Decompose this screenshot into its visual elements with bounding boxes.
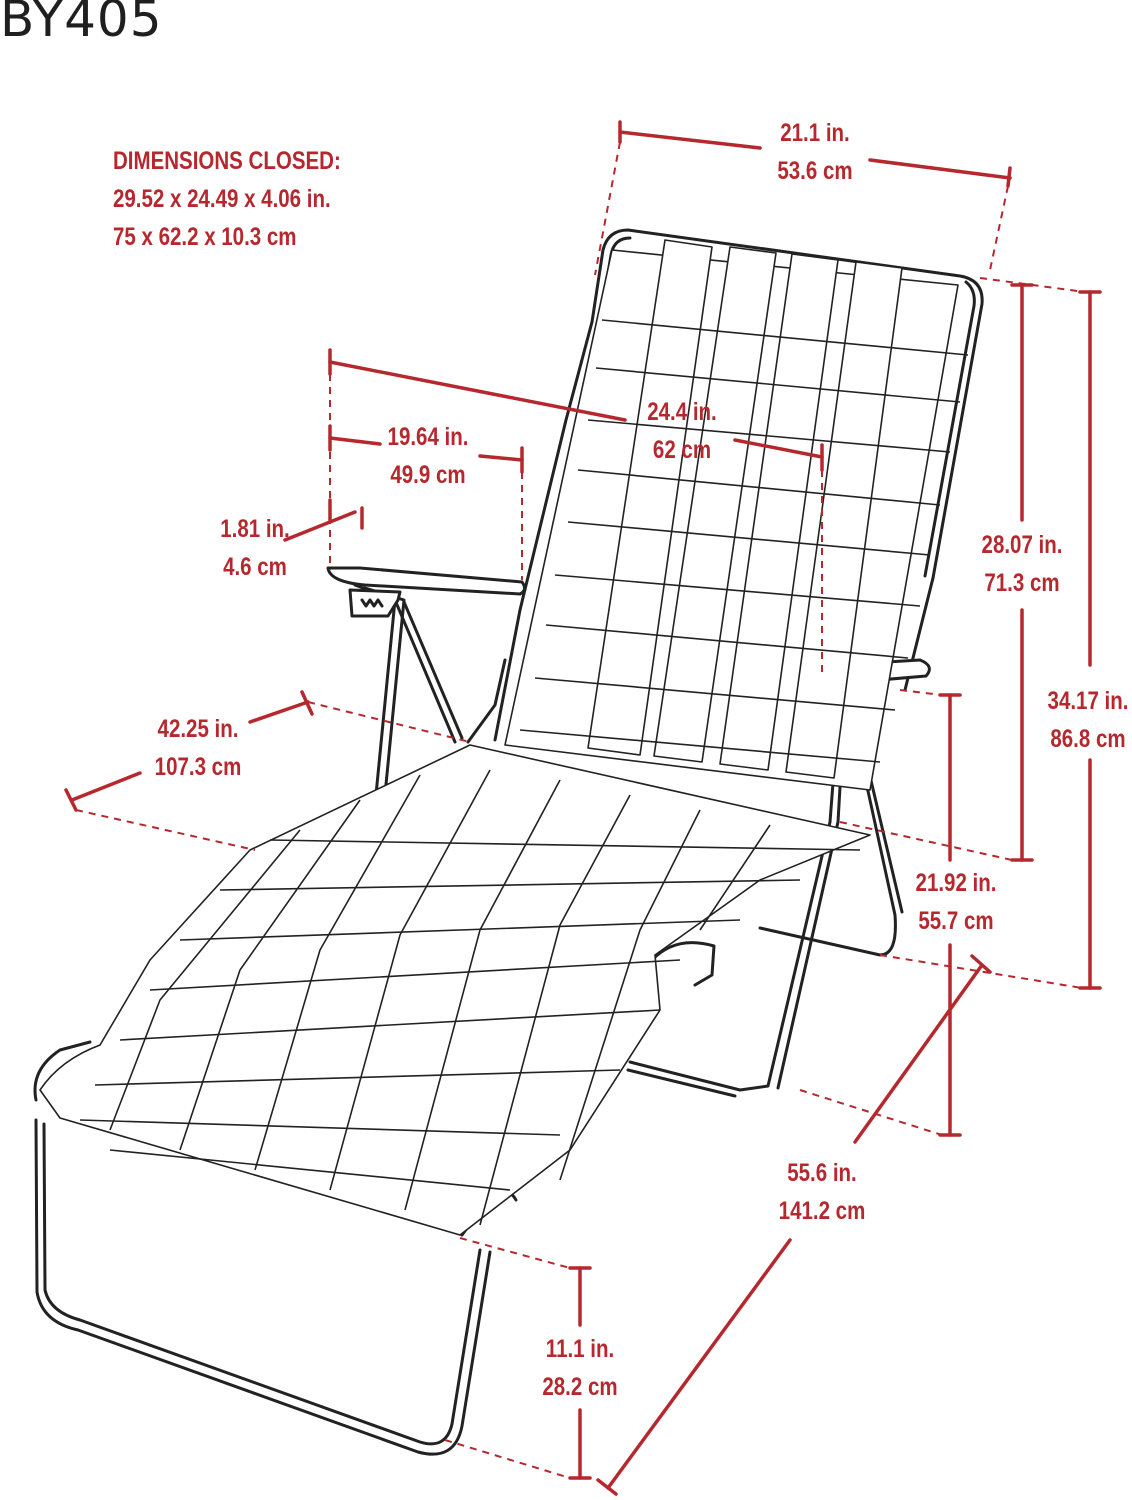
chair-webbing bbox=[39, 239, 969, 1236]
dimensions-closed-block: DIMENSIONS CLOSED: 29.52 x 24.49 x 4.06 … bbox=[113, 142, 341, 256]
dim-back-width: 21.1 in. 53.6 cm bbox=[777, 119, 853, 185]
dimension-lines bbox=[64, 120, 1102, 1496]
dim-leg-height: 11.1 in. 28.2 cm bbox=[542, 1335, 618, 1401]
dim-depth: 42.25 in. 107.3 cm bbox=[154, 715, 242, 781]
dimensions-closed-cm: 75 x 62.2 x 10.3 cm bbox=[113, 223, 297, 251]
dim-arm-width: 24.4 in. 62 cm bbox=[647, 398, 717, 464]
model-number: BY405 bbox=[0, 0, 163, 48]
dim-length: 55.6 in. 141.2 cm bbox=[778, 1159, 866, 1225]
dimensions-closed-title: DIMENSIONS CLOSED: bbox=[113, 147, 341, 175]
dim-overall-height: 34.17 in. 86.8 cm bbox=[1047, 687, 1129, 753]
dim-seat-width: 19.64 in. 49.9 cm bbox=[387, 423, 469, 489]
dimensions-closed-inches: 29.52 x 24.49 x 4.06 in. bbox=[113, 185, 331, 213]
extension-lines bbox=[75, 141, 1086, 1479]
chair-frame bbox=[33, 228, 984, 1456]
dim-back-height: 28.07 in. 71.3 cm bbox=[981, 531, 1063, 597]
dim-armrest-width: 1.81 in. 4.6 cm bbox=[220, 515, 290, 581]
dim-arm-height: 21.92 in. 55.7 cm bbox=[915, 869, 997, 935]
